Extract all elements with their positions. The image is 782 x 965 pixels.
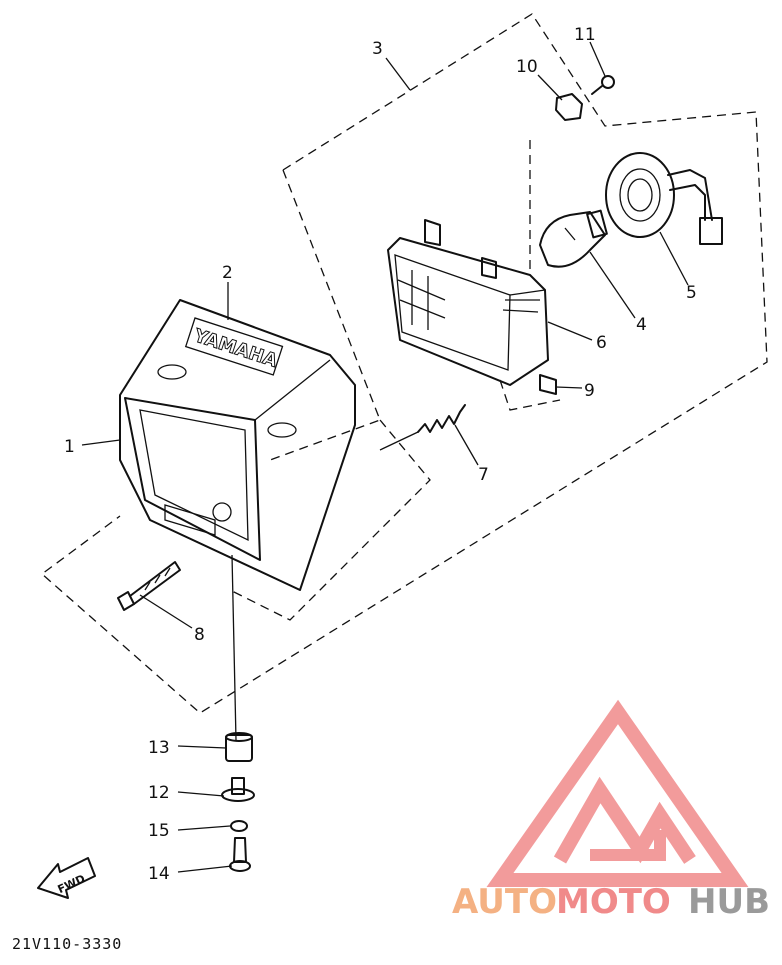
callout-2: 2 [222,263,233,283]
callout-15: 15 [148,821,170,841]
watermark-auto: AUTO [452,882,557,922]
small-hardware [539,75,615,395]
callout-1: 1 [64,437,75,457]
watermark-hub: HUB [688,882,770,922]
callout-13: 13 [148,738,170,758]
callout-3: 3 [372,39,383,59]
callout-11: 11 [574,25,596,45]
adjust-spring [379,404,466,451]
fwd-label: FWD [56,872,88,896]
callout-14: 14 [148,864,170,884]
fwd-arrow-icon: FWD [37,857,96,899]
headlight-housing: YAMAHA [119,299,356,591]
automotohub-logo-icon [486,699,749,887]
bulb [539,209,608,268]
mounting-bolt [117,561,181,611]
leader-lines [81,41,689,873]
callout-labels: 1 2 3 4 5 6 7 8 9 10 11 12 13 14 15 [64,25,697,884]
callout-4: 4 [636,315,647,335]
callout-12: 12 [148,783,170,803]
callout-6: 6 [596,333,607,353]
bulb-socket [605,152,723,245]
headlight-unit [387,219,549,386]
callout-5: 5 [686,283,697,303]
callout-9: 9 [584,381,595,401]
callout-10: 10 [516,57,538,77]
watermark-moto: MOTO [556,882,671,922]
damper-stack [221,554,255,872]
automotohub-watermark: AUTO MOTO HUB [452,882,770,922]
callout-8: 8 [194,625,205,645]
callout-7: 7 [478,465,489,485]
diagram-code: 21V110-3330 [12,935,122,953]
assembly-dashed-outline [40,13,768,714]
